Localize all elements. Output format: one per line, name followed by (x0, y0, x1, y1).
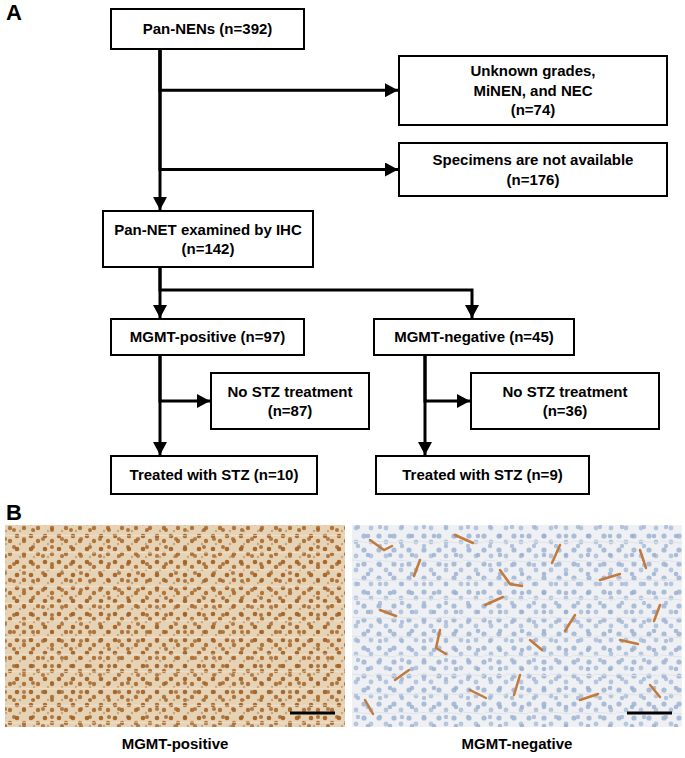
box-text: MGMT-positive (n=97) (130, 327, 285, 347)
process-box: Pan-NET examined by IHC (n=142) (102, 210, 314, 268)
flow-arrow (425, 356, 470, 401)
box-text: No STZ treatment (n=87) (220, 382, 360, 421)
process-box: Unknown grades, MiNEN, and NEC (n=74) (398, 55, 668, 126)
flow-arrow (160, 268, 472, 318)
flow-arrow (160, 50, 398, 170)
box-text: Pan-NET examined by IHC (n=142) (112, 220, 304, 259)
process-box: Pan-NENs (n=392) (110, 8, 305, 50)
process-box: MGMT-positive (n=97) (110, 318, 305, 356)
image-caption: MGMT-negative (352, 735, 682, 753)
process-box: Specimens are not available (n=176) (398, 142, 668, 197)
panel-letter: B (6, 500, 36, 526)
box-text: Pan-NENs (n=392) (143, 19, 273, 39)
process-box: Treated with STZ (n=10) (110, 455, 318, 495)
flow-arrow (160, 50, 398, 90)
box-text: Treated with STZ (n=10) (130, 465, 299, 485)
box-text: MGMT-negative (n=45) (394, 327, 554, 347)
process-box: No STZ treatment (n=87) (210, 372, 370, 430)
process-box: No STZ treatment (n=36) (470, 372, 660, 430)
panel-letter: A (6, 0, 36, 26)
process-box: Treated with STZ (n=9) (375, 455, 590, 495)
image-caption: MGMT-positive (5, 735, 345, 753)
flow-arrow (159, 50, 162, 210)
flow-arrow (160, 356, 210, 401)
box-text: Unknown grades, MiNEN, and NEC (n=74) (458, 61, 608, 120)
process-box: MGMT-negative (n=45) (373, 318, 575, 356)
flow-arrow (424, 356, 427, 455)
box-text: Treated with STZ (n=9) (402, 465, 562, 485)
flow-arrow (159, 356, 162, 455)
box-text: No STZ treatment (n=36) (490, 382, 640, 421)
box-text: Specimens are not available (n=176) (418, 150, 648, 189)
